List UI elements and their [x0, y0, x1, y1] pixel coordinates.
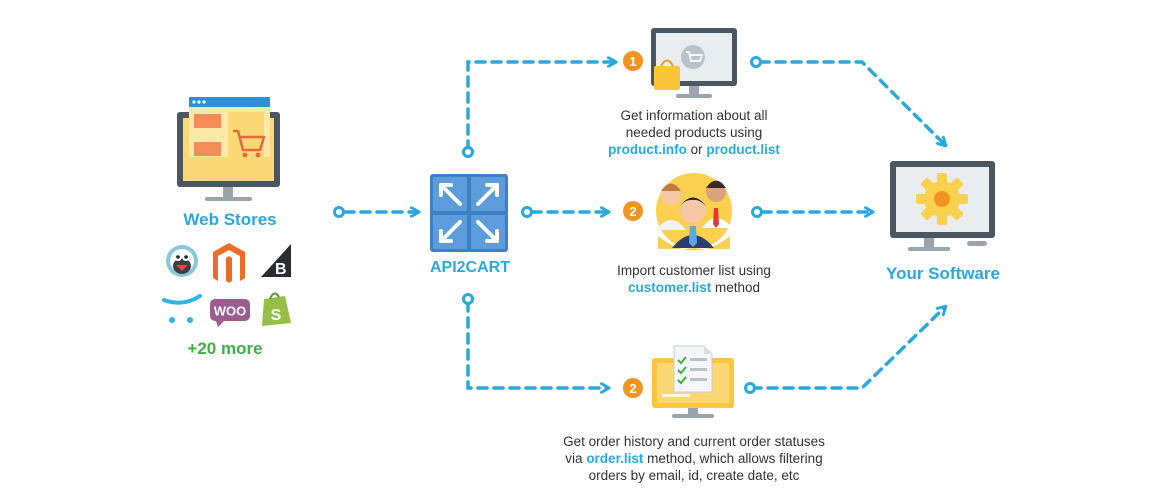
step-3-description: Get order history and current order stat… — [563, 434, 825, 483]
step-badge-3: 2 — [623, 378, 643, 398]
opencart-logo — [162, 294, 202, 323]
shopify-logo: S — [262, 292, 291, 326]
step-badge-1: 1 — [623, 51, 643, 71]
connectors — [343, 60, 945, 390]
woocommerce-logo: WOO — [210, 299, 250, 327]
arrow-api2cart-to-products — [466, 62, 615, 152]
arrow-orders-to-software — [750, 307, 945, 390]
prestashop-logo — [166, 245, 198, 277]
customers-icon — [656, 173, 732, 251]
svg-text:WOO: WOO — [214, 304, 247, 319]
api2cart-label: API2CART — [429, 259, 510, 276]
method-product-list: product.list — [706, 142, 780, 157]
arrow-api2cart-to-orders — [466, 300, 608, 388]
arrow-products-to-software — [758, 60, 945, 145]
bigcommerce-logo: B — [261, 244, 291, 278]
method-order-list: order.list — [586, 451, 644, 466]
your-software-label: Your Software — [886, 264, 1000, 283]
svg-text:2: 2 — [629, 381, 636, 396]
svg-text:B: B — [275, 261, 287, 278]
more-platforms-label: +20 more — [187, 339, 263, 358]
svg-text:S: S — [271, 307, 282, 324]
step-badge-2: 2 — [623, 201, 643, 221]
orders-monitor-icon — [652, 345, 734, 418]
method-product-info: product.info — [608, 142, 687, 157]
method-customer-list: customer.list — [627, 280, 712, 295]
step-2-description: Import customer list using customer.list… — [617, 263, 771, 295]
connector-endpoints — [333, 56, 763, 394]
webstore-monitor-icon — [177, 97, 280, 201]
web-stores-label: Web Stores — [183, 210, 277, 229]
magento-logo — [213, 243, 245, 283]
step-1-description: Get information about all needed product… — [608, 108, 780, 157]
svg-text:1: 1 — [629, 54, 636, 69]
product-monitor-icon — [651, 28, 737, 98]
software-monitor-icon — [890, 161, 995, 251]
svg-text:2: 2 — [629, 204, 636, 219]
api2cart-logo-icon — [430, 174, 508, 252]
